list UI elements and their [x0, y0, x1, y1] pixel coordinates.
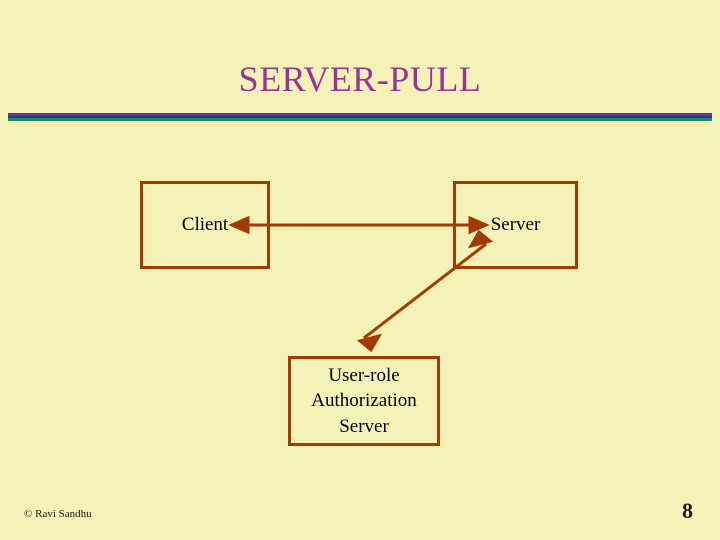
node-label-auth-line1: User-role	[328, 364, 400, 386]
node-label-auth-line3: Server	[339, 415, 389, 437]
diagram-node-user-role-authorization-server[interactable]: User-role Authorization Server	[288, 356, 440, 446]
page-number: 8	[682, 498, 693, 523]
copyright-footer: © Ravi Sandhu	[24, 508, 92, 520]
page-title: SERVER-PULL	[238, 59, 482, 99]
node-label-server: Server	[490, 214, 541, 236]
edge-server-auth-arrowhead-lower	[356, 333, 383, 353]
divider-blue	[8, 116, 712, 118]
diagram-node-client[interactable]: Client	[140, 181, 270, 269]
diagram-node-server[interactable]: Server	[453, 181, 578, 269]
node-label-auth-line2: Authorization	[311, 390, 417, 412]
node-label-client: Client	[181, 214, 229, 236]
divider-purple	[8, 113, 712, 116]
divider-green	[8, 118, 712, 121]
